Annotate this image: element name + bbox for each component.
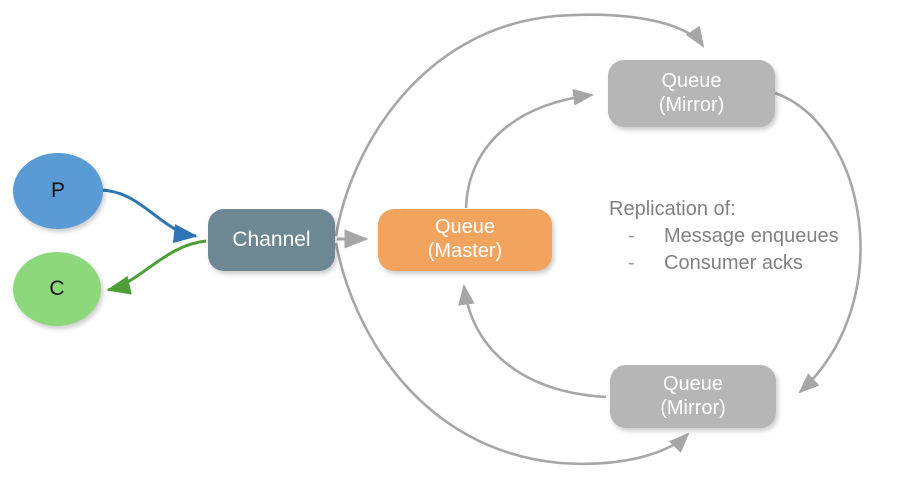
bullet-dash-1: - xyxy=(628,251,635,274)
replication-note-item-0: - Message enqueues xyxy=(609,223,839,249)
edge-channel-to-consumer xyxy=(106,239,207,295)
node-channel-label: Channel xyxy=(232,227,311,251)
replication-note-item-1-text: Consumer acks xyxy=(664,251,803,274)
node-queue-master[interactable]: Queue (Master) xyxy=(378,209,552,271)
replication-note-item-0-text: Message enqueues xyxy=(664,225,839,248)
replication-note-item-1: - Consumer acks xyxy=(609,250,839,276)
node-producer[interactable]: P xyxy=(13,153,103,229)
node-channel[interactable]: Channel xyxy=(208,209,335,271)
node-producer-label: P xyxy=(50,178,65,202)
edge-channel-to-mirror-top xyxy=(334,13,705,237)
replication-note: Replication of: - Message enqueues - Consu… xyxy=(609,196,839,276)
node-consumer-label: C xyxy=(49,276,65,300)
node-queue-mirror-bottom-label: Queue (Mirror) xyxy=(660,372,726,419)
node-queue-mirror-top[interactable]: Queue (Mirror) xyxy=(608,60,775,127)
edge-master-to-mirror-top xyxy=(464,89,595,209)
edge-producer-to-channel xyxy=(98,188,198,244)
node-consumer[interactable]: C xyxy=(13,252,101,326)
node-queue-mirror-top-label: Queue (Mirror) xyxy=(658,69,725,116)
node-queue-mirror-bottom[interactable]: Queue (Mirror) xyxy=(610,365,776,428)
edge-mirror-bottom-to-master xyxy=(458,283,607,399)
bullet-dash-0: - xyxy=(628,225,635,248)
edge-mirror-top-to-mirror-bottom xyxy=(774,91,862,394)
replication-note-title: Replication of: xyxy=(609,198,736,220)
node-queue-master-label: Queue (Master) xyxy=(427,216,503,262)
edge-channel-to-mirror-bottom xyxy=(334,242,690,466)
